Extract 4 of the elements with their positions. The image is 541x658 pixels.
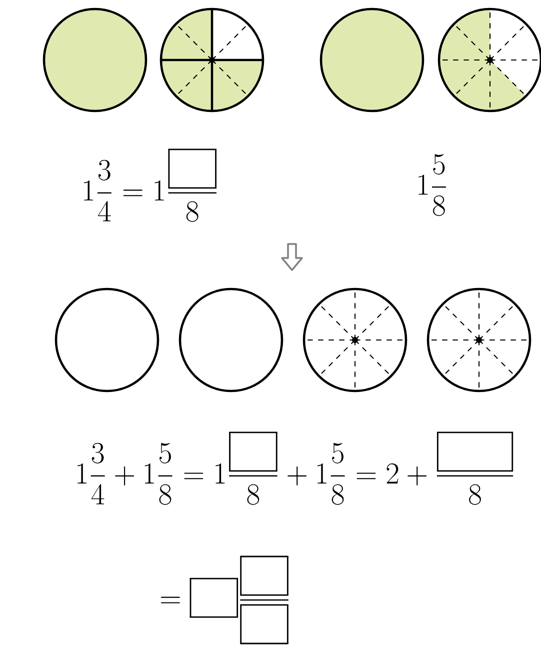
equation: $1\frac{5}{8}$ xyxy=(418,154,446,216)
equation: $1\frac{3}{4}+1\frac{5}{8}=1\frac{\boxed{\phantom{00}}}{8}+1\frac{5}{8}=2+\frac{\boxed{\phantom{0000}}}{8}$ xyxy=(77,432,514,505)
equation: $1\frac{3}{4}=1\frac{\boxed{\phantom{00}}}{8}$ xyxy=(84,149,216,222)
equation: $=\boxed{\phantom{00}}\frac{\boxed{\phantom{00}}}{\boxed{\phantom{00}}}$ xyxy=(160,556,288,644)
